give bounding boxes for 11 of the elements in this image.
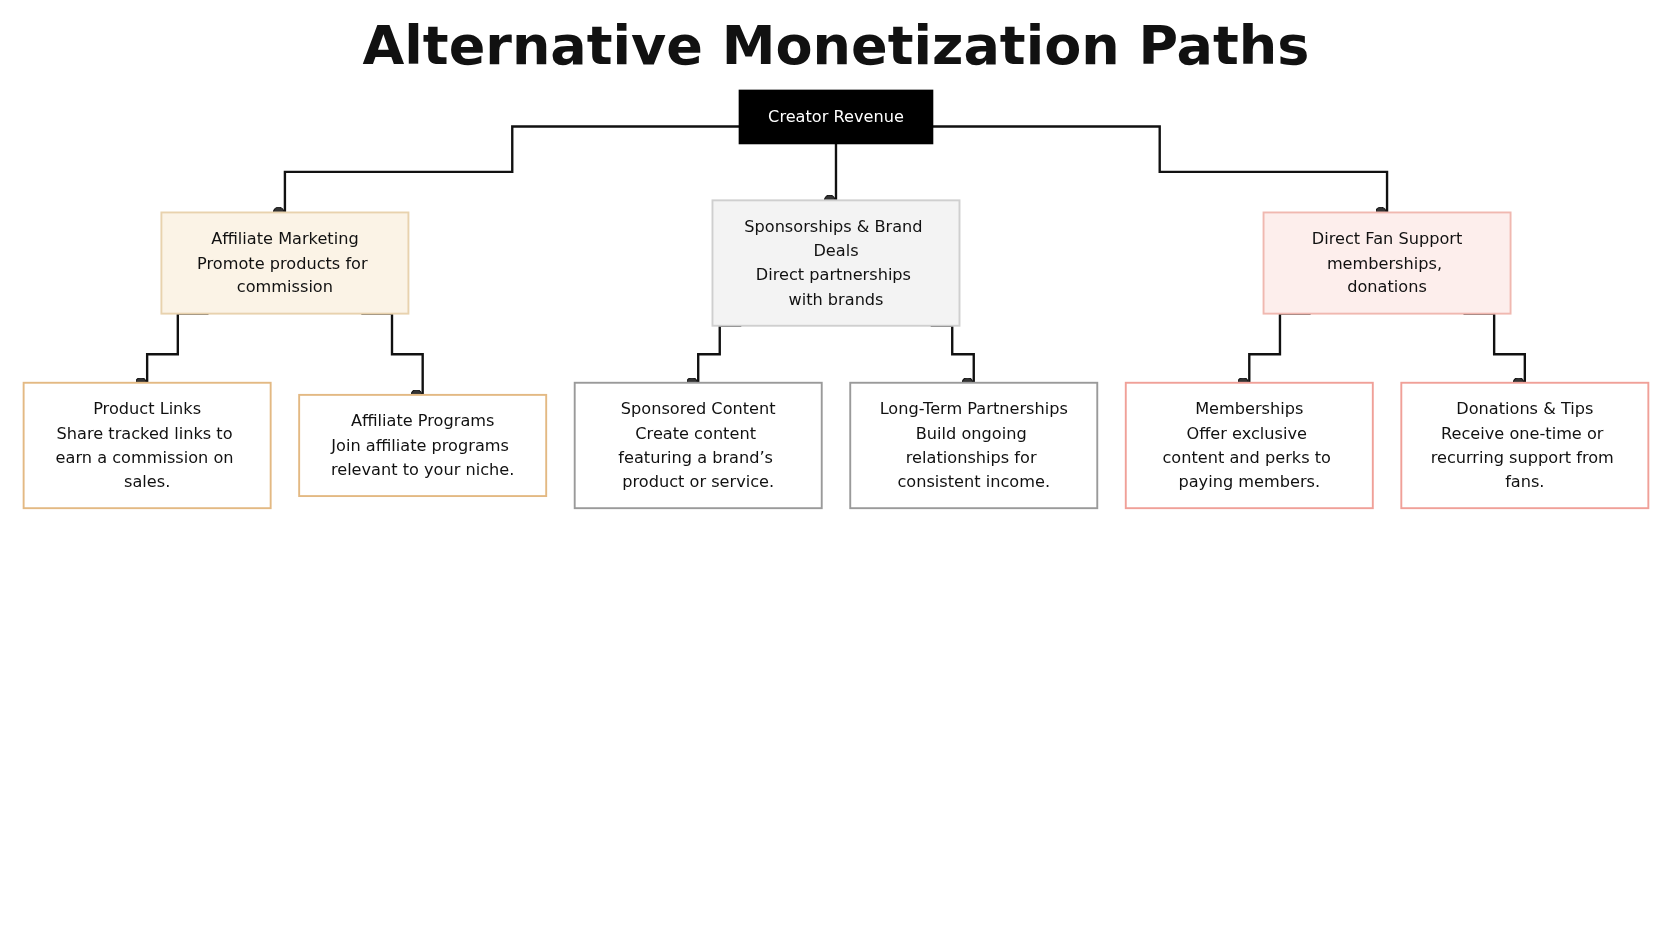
node-box: Direct Fan Support memberships, donations bbox=[1262, 211, 1512, 315]
node-box: Donations & Tips Receive one-time or recurring support from fans. bbox=[1400, 381, 1650, 510]
node-box: Affiliate Programs Join affiliate programs relevant to your niche. bbox=[298, 393, 548, 497]
node-box: Sponsorships & Brand Deals Direct partnerships with brands bbox=[711, 199, 961, 327]
node-box: Long-Term Partnerships Build ongoing relationships for consistent income. bbox=[849, 381, 1099, 510]
node-box: Sponsored Content Create content featuring a brand’s product or service. bbox=[573, 381, 823, 510]
diagram-title: Alternative Monetization Paths bbox=[361, 14, 1311, 77]
node-box: Affiliate Marketing Promote products for commission bbox=[160, 211, 410, 315]
node-box: Product Links Share tracked links to earn a commission on sales. bbox=[22, 381, 272, 510]
node-box: Memberships Offer exclusive content and perks to paying members. bbox=[1124, 381, 1374, 510]
node-box: Creator Revenue bbox=[738, 89, 934, 145]
